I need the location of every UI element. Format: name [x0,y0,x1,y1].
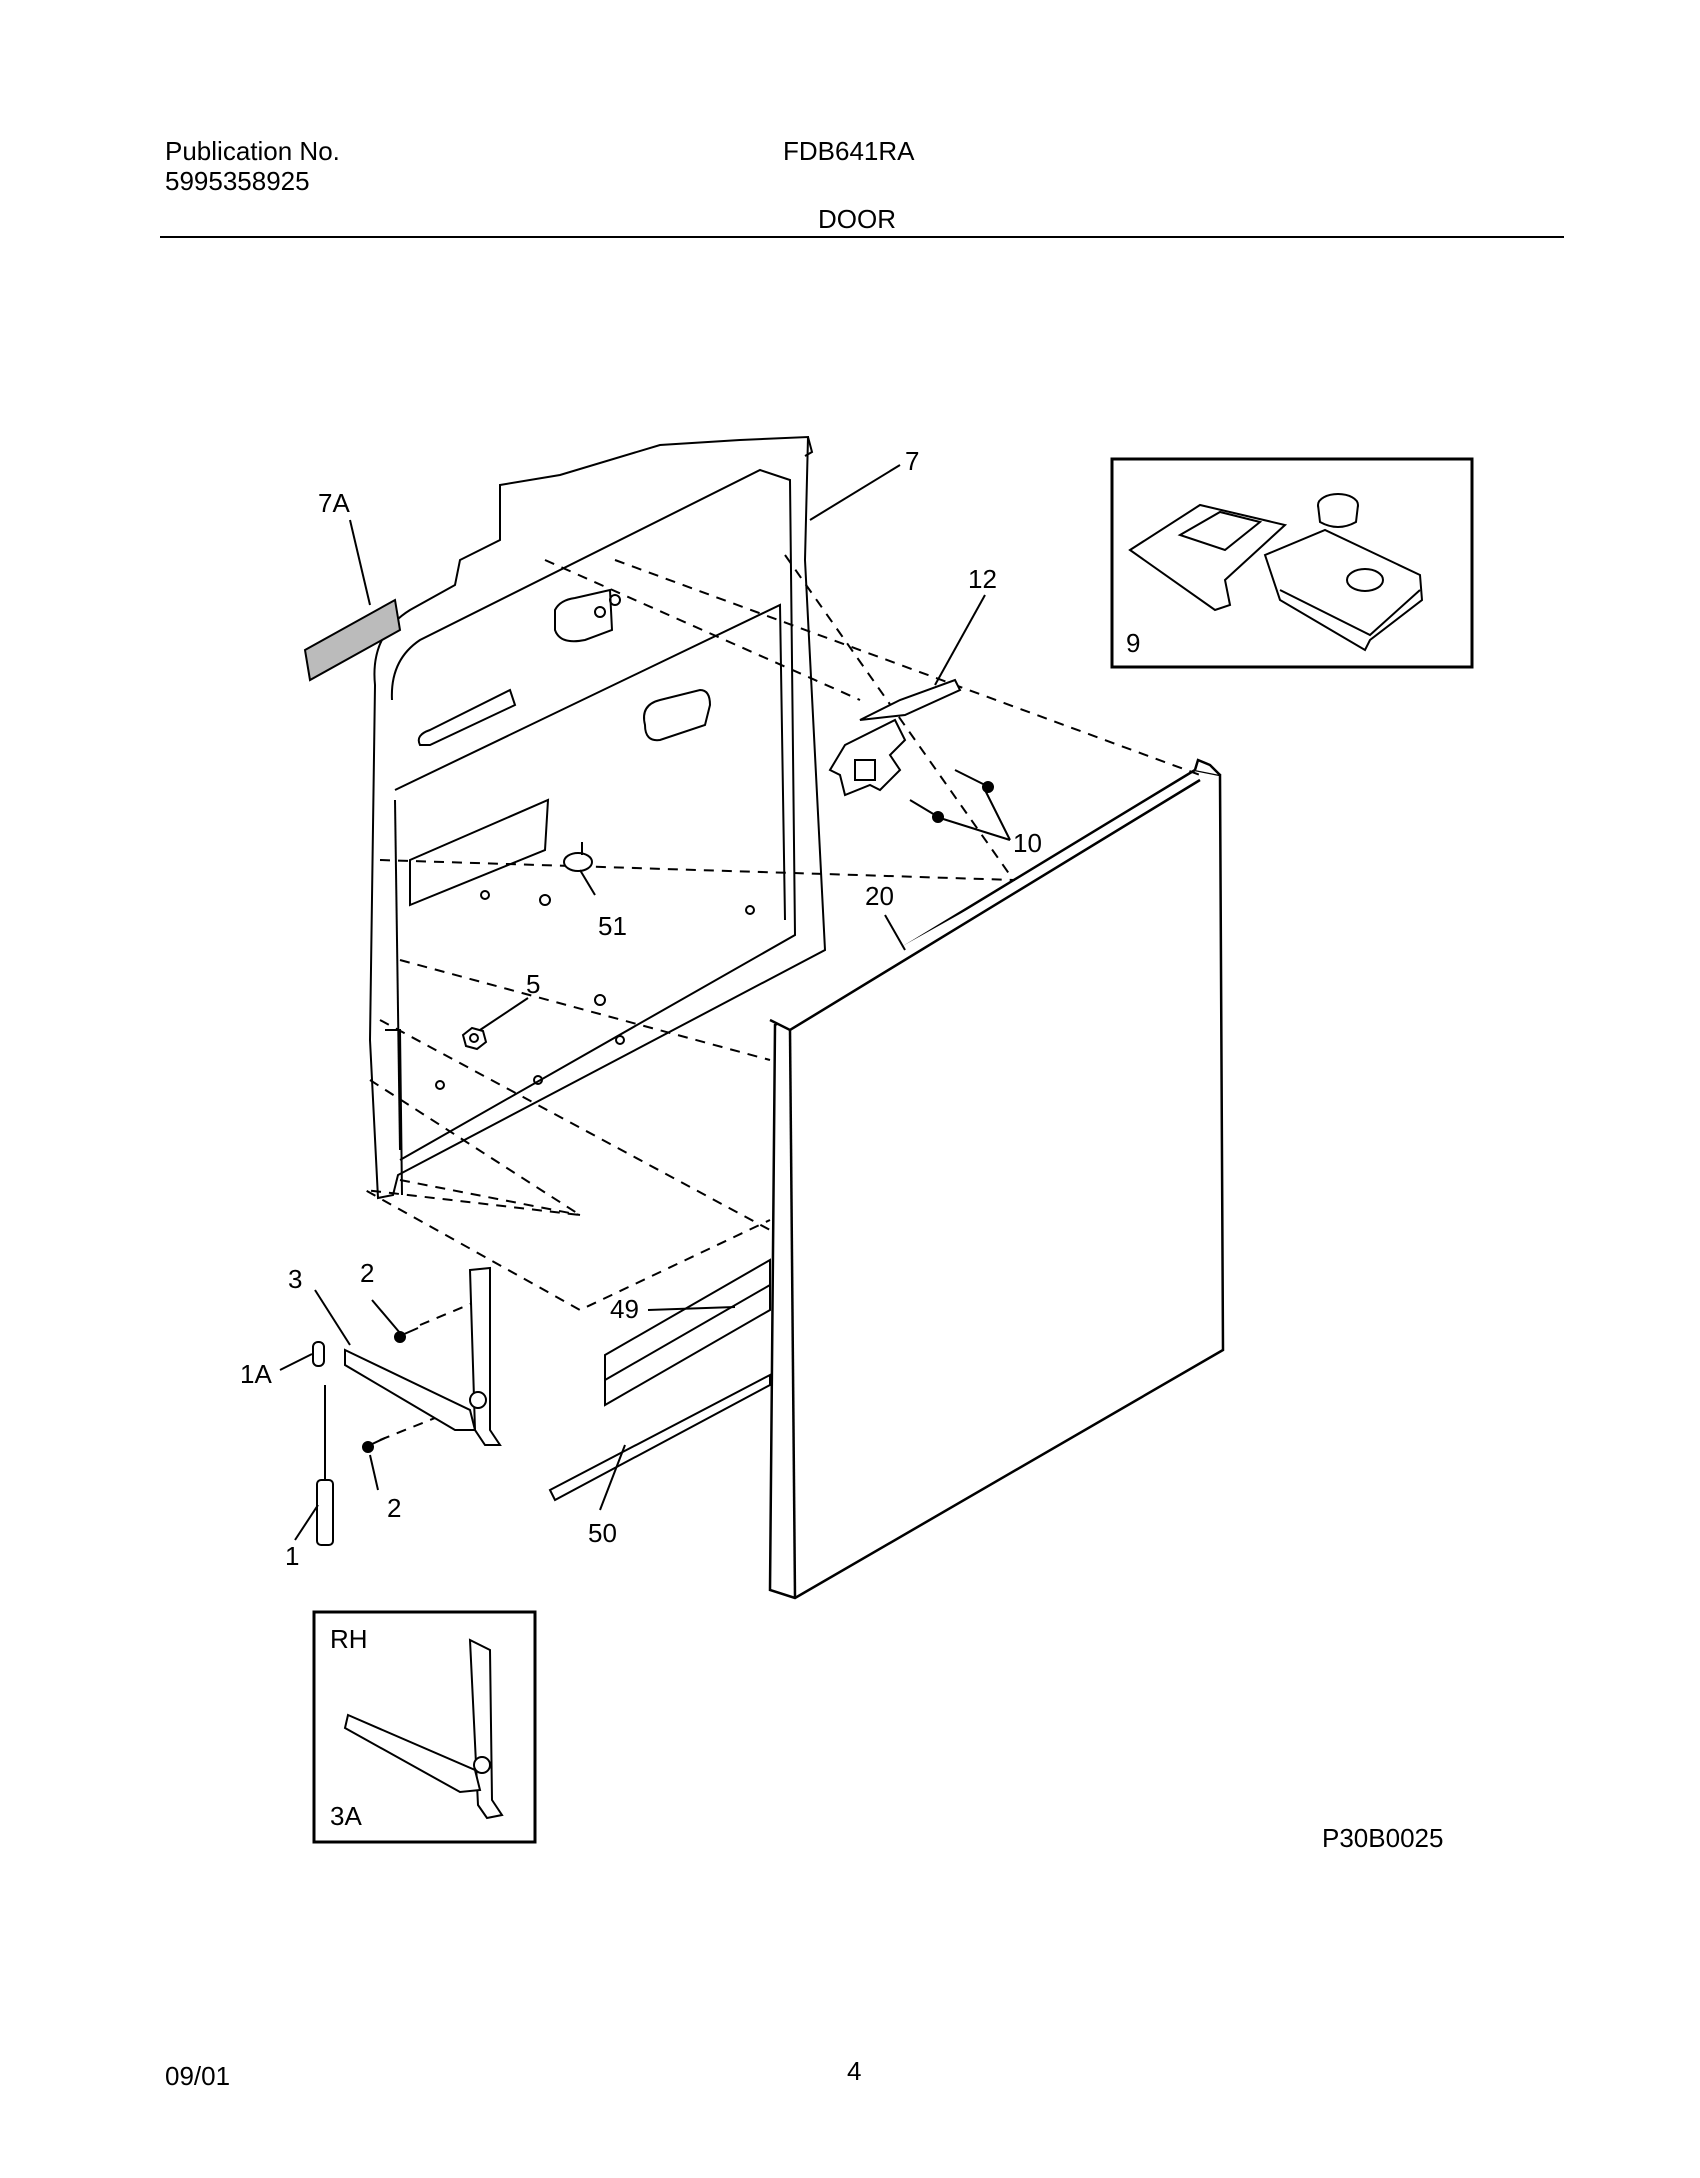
vent-strip-49 [604,1258,771,1407]
inner-door-liner [368,435,827,1200]
screws-2 [362,1327,419,1453]
screws-10 [909,769,994,823]
trim-strip-50 [548,1373,771,1502]
inset-label-9: 9 [1126,628,1140,658]
nut-5 [461,1026,488,1051]
assembly-lines [364,554,1201,1441]
drawing-code: P30B0025 [1322,1823,1444,1853]
part-label: 1 [285,1541,299,1571]
part-label: 51 [598,911,627,941]
part-label: 2 [360,1258,374,1288]
part-label: 20 [865,881,894,911]
page-number: 4 [847,2056,862,2086]
part-label: 50 [588,1518,617,1548]
section-title: DOOR [818,204,896,234]
door-latch [828,678,962,797]
gasket-7a [303,598,402,682]
inset-dispenser: 9 [1110,457,1474,669]
model-number: FDB641RA [783,136,915,166]
part-label: 1A [240,1359,272,1389]
part-labels: 7A 7 22 12 10 51 20 5 3 2 49 1A 2 50 1 [240,446,1422,1571]
part-label: 49 [610,1294,639,1324]
part-label: 2 [387,1493,401,1523]
header-rule [160,236,1564,238]
part-label: 12 [968,564,997,594]
part-label: 10 [1013,828,1042,858]
part-label: 7 [905,446,919,476]
outer-door-panel [768,758,1225,1600]
part-label: 7A [318,488,350,518]
inset-hinge-rh: RH 3A [312,1610,537,1844]
inset-side-label: RH [330,1624,368,1654]
publication-label: Publication No. [165,136,340,166]
door-spring [312,1341,334,1546]
part-label: 5 [526,969,540,999]
hinge-arm [344,1266,502,1446]
inset-label-3a: 3A [330,1801,362,1831]
footer-date: 09/01 [165,2061,231,2091]
part-label: 3 [288,1264,302,1294]
latch-strike [563,842,593,872]
publication-number: 5995358925 [165,166,310,196]
